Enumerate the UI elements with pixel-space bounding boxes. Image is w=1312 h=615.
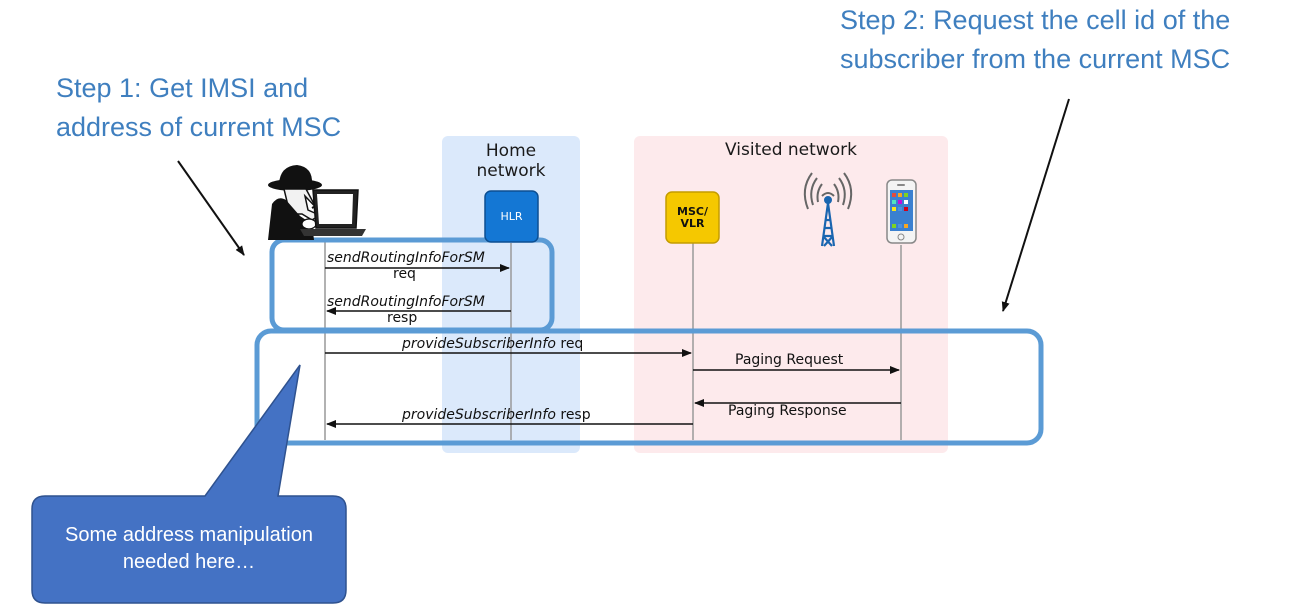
step2-line2: subscriber from the current MSC: [840, 44, 1231, 74]
sri-req-suffix: req: [393, 266, 416, 282]
step1-pointer-arrow: [177, 160, 245, 256]
sri-resp-suffix: resp: [387, 310, 418, 326]
visited-network-label: Visited network: [725, 140, 857, 160]
callout-line2: needed here…: [122, 551, 256, 573]
msc-label-line2: VLR: [680, 216, 705, 230]
step2-line1: Step 2: Request the cell id of the: [840, 5, 1231, 35]
step2-pointer-arrow: [1001, 98, 1070, 312]
sri-req-name: sendRoutingInfoForSM: [327, 250, 485, 266]
sri-resp-name: sendRoutingInfoForSM: [327, 294, 485, 310]
paging-request-label: Paging Request: [735, 352, 844, 368]
sri-req-label: sendRoutingInfoForSM req: [327, 250, 511, 282]
hlr-node: [484, 190, 539, 243]
psi-resp-label: provideSubscriberInfo resp: [402, 407, 591, 423]
cell-tower-icon: [803, 172, 853, 247]
psi-req-suffix: req: [555, 336, 584, 352]
phone-icon: [886, 179, 917, 244]
step1-label: Step 1: Get IMSI and address of current …: [56, 69, 341, 147]
step1-line1: Step 1: Get IMSI and: [56, 73, 309, 103]
psi-req-name: provideSubscriberInfo: [402, 336, 556, 352]
callout-line1: Some address manipulation: [65, 524, 313, 546]
step1-line2: address of current MSC: [56, 112, 342, 142]
step2-highlight-box: [254, 328, 1044, 446]
home-network-line1: Home: [485, 141, 537, 161]
laptop-icon: [300, 189, 366, 236]
sri-resp-label: sendRoutingInfoForSM resp: [327, 294, 511, 326]
paging-response-label: Paging Response: [728, 403, 847, 419]
home-network-line2: network: [476, 161, 546, 181]
home-network-label: Home network: [442, 141, 580, 181]
psi-resp-name: provideSubscriberInfo: [402, 407, 556, 423]
callout-text: Some address manipulation needed here…: [32, 522, 346, 576]
psi-resp-suffix: resp: [555, 407, 591, 423]
step2-label: Step 2: Request the cell id of the subsc…: [840, 1, 1230, 79]
hlr-label: HLR: [500, 209, 523, 223]
callout-bubble: [31, 364, 347, 604]
msc-label-line1: MSC/: [677, 204, 708, 218]
psi-req-label: provideSubscriberInfo req: [402, 336, 583, 352]
msc-vlr-node: [665, 191, 720, 244]
msc-vlr-label: MSC/ VLR: [666, 192, 719, 243]
